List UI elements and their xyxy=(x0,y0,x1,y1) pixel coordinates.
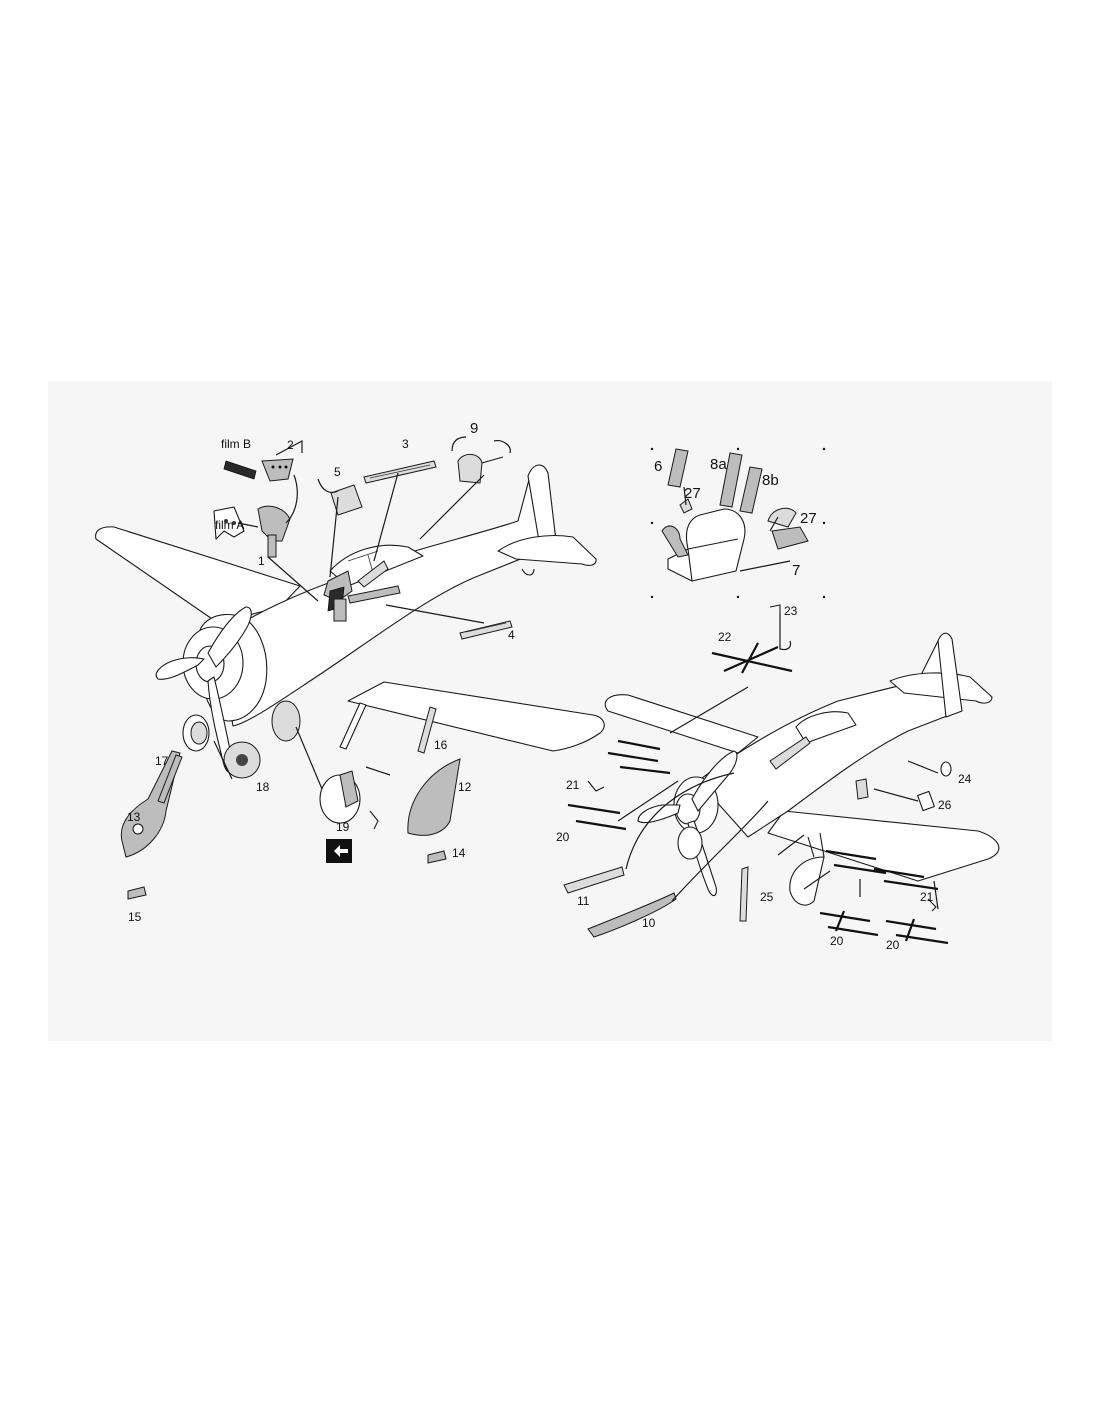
right-aircraft-tailplane xyxy=(889,672,993,704)
label-film-b: film B xyxy=(221,437,251,451)
left-aircraft-gear-leg xyxy=(339,702,367,750)
right-aircraft-exhaust xyxy=(769,736,811,770)
label-2: 2 xyxy=(287,438,294,452)
left-aircraft-tailplane xyxy=(497,534,597,566)
part-26-insert xyxy=(855,778,869,800)
label-film-a: film A xyxy=(215,518,244,532)
label-25: 25 xyxy=(760,890,774,904)
part-19-small xyxy=(369,810,379,830)
film-b-strip xyxy=(223,460,257,480)
label-21-right: 21 xyxy=(920,890,934,904)
label-18: 18 xyxy=(256,780,270,794)
part-2-panel xyxy=(261,458,294,482)
part-9-headrest xyxy=(457,454,504,484)
left-aircraft-wheel-hub xyxy=(190,721,208,745)
assembly-diagram: film B 2 film A 1 3 5 9 4 16 12 14 18 19… xyxy=(95,420,1000,952)
label-13: 13 xyxy=(127,810,141,824)
left-aircraft-cockpit-parts xyxy=(323,560,401,622)
part-17-strip xyxy=(157,754,183,804)
label-20-left: 20 xyxy=(556,830,570,844)
label-8b: 8b xyxy=(762,472,779,489)
right-small-parts xyxy=(563,761,952,938)
label-7: 7 xyxy=(792,562,800,579)
label-12: 12 xyxy=(458,780,472,794)
part-11-strip xyxy=(563,866,625,894)
part-26-frame xyxy=(917,790,935,812)
label-3: 3 xyxy=(402,437,409,451)
left-aircraft xyxy=(95,464,605,773)
part-22-23 xyxy=(711,604,793,674)
label-11: 11 xyxy=(577,894,590,908)
belt-6 xyxy=(667,448,689,488)
part-27-pad xyxy=(767,507,797,528)
rocket-racks xyxy=(567,739,949,945)
part-15-foot xyxy=(127,886,147,900)
left-aircraft-prop-blade-top xyxy=(207,606,252,668)
belt-8a xyxy=(719,452,743,508)
label-19: 19 xyxy=(336,820,350,834)
label-15: 15 xyxy=(128,910,142,924)
right-aircraft-starboard-wing xyxy=(767,810,1000,882)
part-1-instrument-panel xyxy=(213,505,291,558)
left-aircraft-starboard-wing xyxy=(347,681,605,752)
label-5: 5 xyxy=(334,465,341,479)
seat-detail xyxy=(650,447,826,599)
right-aircraft-prop-left xyxy=(637,804,681,824)
part-21a xyxy=(587,780,605,792)
label-21-left: 21 xyxy=(566,778,580,792)
left-leader-lines xyxy=(213,436,511,790)
right-aircraft-canopy xyxy=(795,711,857,744)
right-aircraft-wheel xyxy=(677,826,703,860)
right-aircraft-port-wing xyxy=(604,694,759,754)
part-24-ring xyxy=(940,761,952,777)
left-aircraft-rudder xyxy=(527,464,557,548)
label-9: 9 xyxy=(470,420,478,437)
label-23: 23 xyxy=(784,604,798,618)
part-5-bracket xyxy=(330,484,363,516)
right-aircraft-drop-tank xyxy=(789,856,825,906)
part-14-foot xyxy=(427,850,447,864)
label-26: 26 xyxy=(938,798,952,812)
instruction-sheet: film B 2 film A 1 3 5 9 4 16 12 14 18 19… xyxy=(48,381,1052,1041)
label-17: 17 xyxy=(155,754,169,768)
label-10: 10 xyxy=(642,916,656,930)
label-14: 14 xyxy=(452,846,466,860)
harness-left xyxy=(661,525,689,558)
part-16-strip xyxy=(417,706,437,754)
right-aircraft-prop-top xyxy=(691,750,738,812)
part-13-gear-door xyxy=(120,750,181,858)
seat-corner-dots xyxy=(650,447,826,599)
label-27-right: 27 xyxy=(800,510,817,527)
right-aircraft-rudder xyxy=(937,632,963,718)
label-6: 6 xyxy=(654,458,662,475)
label-20-right: 20 xyxy=(886,938,900,952)
part-25-rod xyxy=(739,866,749,922)
right-leader-lines xyxy=(617,686,939,910)
label-1: 1 xyxy=(258,554,265,568)
left-aircraft-canopy xyxy=(329,544,424,587)
part-12-door xyxy=(407,758,461,836)
right-aircraft xyxy=(604,632,1000,906)
callout-labels: film B 2 film A 1 3 5 9 4 16 12 14 18 19… xyxy=(127,420,972,952)
left-aircraft-tailwheel xyxy=(521,568,535,576)
left-aircraft-prop-blade-left xyxy=(155,657,205,680)
harness-right xyxy=(771,526,809,550)
part-21b xyxy=(927,898,937,912)
part-4-strip xyxy=(459,620,513,640)
label-4: 4 xyxy=(508,628,515,642)
part-10-strip xyxy=(587,892,677,938)
part-18-wheel-disc xyxy=(223,741,261,779)
belt-8b xyxy=(739,466,763,514)
label-24: 24 xyxy=(958,772,972,786)
part-3-strip xyxy=(363,460,437,484)
label-22: 22 xyxy=(718,630,732,644)
label-16: 16 xyxy=(434,738,448,752)
label-27-left: 27 xyxy=(684,485,701,502)
fold-symbol-icon xyxy=(326,839,352,863)
label-20-mid: 20 xyxy=(830,934,844,948)
label-8a: 8a xyxy=(710,456,727,473)
part-wheel-cover xyxy=(271,700,361,824)
